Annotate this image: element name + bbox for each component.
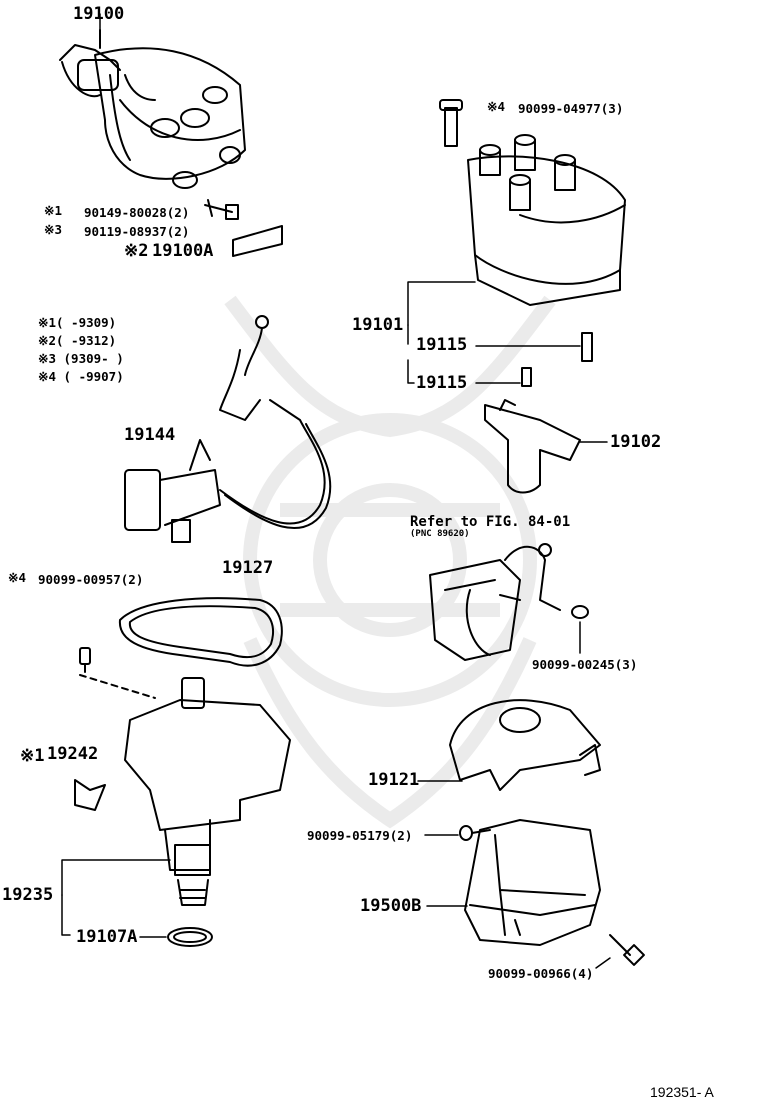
marker-4-b: ※4 xyxy=(8,570,26,585)
bolt-90149 xyxy=(204,199,239,220)
figure-id: 192351- A xyxy=(650,1084,714,1100)
igniter-assembly xyxy=(429,543,561,661)
fastener-90099-00245: 90099-00245(3) xyxy=(532,657,638,672)
label-19500b: 19500B xyxy=(360,896,422,916)
gasket-19127 xyxy=(118,597,283,667)
label-19100: 19100 xyxy=(73,4,125,24)
reference-pnc: (PNC 89620) xyxy=(410,529,470,539)
bolt-90099-00966 xyxy=(609,934,645,966)
label-19235: 19235 xyxy=(2,885,54,905)
fastener-90099-00966: 90099-00966(4) xyxy=(488,966,594,981)
legend-line-3: ※3 (9309- ) xyxy=(38,351,124,366)
fastener-90099-00957: 90099-00957(2) xyxy=(38,572,144,587)
marker-1: ※1 xyxy=(44,203,62,218)
coil-harness-19144 xyxy=(124,315,332,543)
label-19115-a: 19115 xyxy=(416,335,468,355)
marker-3: ※3 xyxy=(44,222,62,237)
label-19144: 19144 xyxy=(124,425,176,445)
legend-line-2: ※2( -9312) xyxy=(38,333,117,348)
legend-line-4: ※4 ( -9907) xyxy=(38,369,124,384)
label-19127: 19127 xyxy=(222,558,274,578)
marker-1-b: ※1 xyxy=(20,746,45,766)
marker-2: ※2 xyxy=(124,241,149,261)
distributor-assembly-19100 xyxy=(59,29,246,189)
distributor-cap-19101 xyxy=(439,99,626,306)
clip-19242 xyxy=(74,779,106,811)
screw-90099-05179 xyxy=(459,825,491,841)
screw-90099-00957 xyxy=(79,647,91,673)
label-19101: 19101 xyxy=(352,315,404,335)
label-19107a: 19107A xyxy=(76,927,138,947)
housing-19235 xyxy=(124,677,291,906)
dust-cover-19121 xyxy=(449,699,601,791)
washer-90099-00245 xyxy=(571,605,589,619)
coil-case-19500b xyxy=(464,819,601,946)
marker-4-a: ※4 xyxy=(487,99,505,114)
label-19115-b: 19115 xyxy=(416,373,468,393)
label-19121: 19121 xyxy=(368,770,420,790)
label-19242: 19242 xyxy=(47,744,99,764)
o-ring-19107a xyxy=(167,927,213,947)
fastener-90149-80028: 90149-80028(2) xyxy=(84,205,190,220)
fastener-90099-04977: 90099-04977(3) xyxy=(518,101,624,116)
label-19100a: 19100A xyxy=(152,241,214,261)
legend-line-1: ※1( -9309) xyxy=(38,315,117,330)
carbon-center-19115a xyxy=(581,332,593,362)
label-plate-19100a xyxy=(232,225,283,257)
fastener-90119-08937: 90119-08937(2) xyxy=(84,224,190,239)
fastener-90099-05179: 90099-05179(2) xyxy=(307,828,413,843)
rotor-19102 xyxy=(484,399,581,494)
leader-lines xyxy=(61,13,611,969)
spring-19115b xyxy=(521,367,532,387)
reference-fig: Refer to FIG. 84-01 xyxy=(410,514,571,530)
label-19102: 19102 xyxy=(610,432,662,452)
